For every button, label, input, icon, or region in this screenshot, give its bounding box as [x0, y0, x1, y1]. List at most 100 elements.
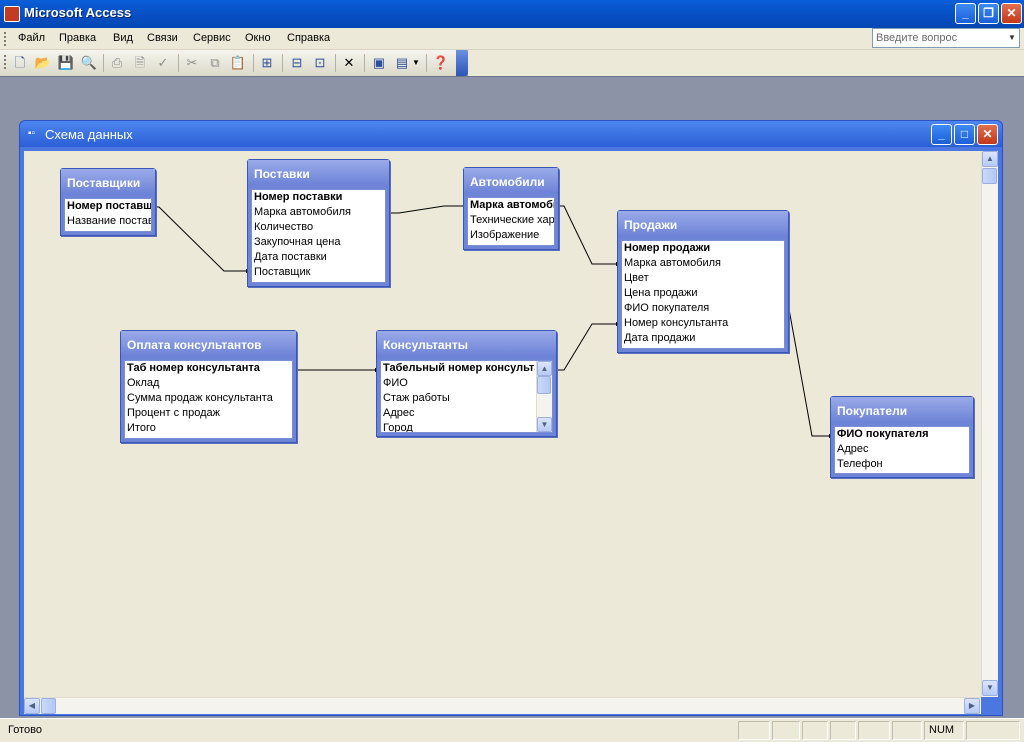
field[interactable]: Дата продажи — [624, 332, 696, 344]
relationships-title-bar[interactable]: ▪▫ Схема данных _ □ ✕ — [20, 121, 1002, 147]
toolbar-options-icon[interactable] — [456, 50, 468, 76]
field[interactable]: Дата поставки — [254, 251, 327, 263]
menu-bar: Файл Правка Вид Связи Сервис Окно Справк… — [0, 28, 1024, 50]
menu-window[interactable]: Окно — [245, 32, 271, 44]
table-scrollbar[interactable]: ▲ ▼ — [536, 361, 552, 432]
spelling-icon[interactable]: ✓ — [157, 55, 169, 70]
field[interactable]: Закупочная цена — [254, 236, 341, 248]
table-sales[interactable]: Продажи Номер продажи Марка автомобиля Ц… — [617, 210, 789, 353]
table-title[interactable]: Поставки — [248, 160, 389, 186]
table-title[interactable]: Покупатели — [831, 397, 973, 423]
scroll-thumb[interactable] — [537, 376, 551, 394]
access-key-icon[interactable] — [4, 6, 20, 22]
field[interactable]: Стаж работы — [383, 392, 450, 404]
menu-help[interactable]: Справка — [287, 32, 331, 44]
field[interactable]: Процент с продаж — [127, 407, 221, 419]
scroll-up-icon[interactable]: ▲ — [982, 151, 998, 167]
scroll-down-icon[interactable]: ▼ — [537, 417, 552, 432]
menu-relations[interactable]: Связи — [147, 32, 178, 44]
new-icon[interactable]: 🗋 — [14, 55, 26, 70]
open-icon[interactable]: 📂 — [34, 55, 52, 70]
field[interactable]: ФИО — [383, 377, 408, 389]
app-title: Microsoft Access — [24, 5, 132, 20]
field[interactable]: Поставщик — [254, 266, 311, 278]
table-title[interactable]: Консультанты — [377, 331, 556, 357]
field[interactable]: Изображение — [470, 229, 540, 241]
table-cars[interactable]: Автомобили Марка автомобиля Технические … — [463, 167, 559, 250]
show-table-icon[interactable]: ⊞ — [261, 55, 273, 70]
field[interactable]: Сумма продаж консультанта — [127, 392, 273, 404]
scroll-left-icon[interactable]: ◀ — [24, 698, 40, 714]
table-consultant-pay[interactable]: Оплата консультантов Таб номер консульта… — [120, 330, 297, 443]
field-primary-key[interactable]: ФИО покупателя — [837, 428, 929, 440]
field[interactable]: Технические характеристики — [470, 214, 554, 226]
menu-grip-icon[interactable] — [4, 32, 7, 46]
child-close-button[interactable]: ✕ — [977, 124, 998, 145]
vertical-scroll-thumb[interactable] — [982, 168, 997, 184]
paste-icon[interactable]: 📋 — [229, 55, 247, 70]
preview-icon[interactable]: 🗎 — [134, 55, 146, 70]
help-search-input[interactable]: Введите вопрос ▼ — [872, 28, 1020, 48]
table-customers[interactable]: Покупатели ФИО покупателя Адрес Телефон — [830, 396, 974, 478]
field[interactable]: Телефон — [837, 458, 883, 470]
field-primary-key[interactable]: Таб номер консультанта — [127, 362, 260, 374]
scroll-down-icon[interactable]: ▼ — [982, 680, 998, 696]
chevron-down-icon[interactable]: ▼ — [1008, 33, 1016, 42]
field-primary-key[interactable]: Табельный номер консультанта — [383, 362, 535, 374]
field[interactable]: Цена продажи — [624, 287, 698, 299]
field[interactable]: ФИО покупателя — [624, 302, 710, 314]
close-button[interactable]: ✕ — [1001, 3, 1022, 24]
menu-tools[interactable]: Сервис — [193, 32, 231, 44]
help-icon[interactable]: ❓ — [432, 55, 450, 70]
field[interactable]: Оклад — [127, 377, 160, 389]
cut-icon[interactable]: ✂ — [186, 55, 198, 70]
field[interactable]: Название поставщика — [67, 215, 151, 227]
field[interactable]: Цвет — [624, 272, 649, 284]
table-title[interactable]: Продажи — [618, 211, 788, 237]
print-preview-icon[interactable]: 🔍 — [80, 55, 98, 70]
field[interactable]: Количество — [254, 221, 314, 233]
table-deliveries[interactable]: Поставки Номер поставки Марка автомобиля… — [247, 159, 390, 287]
scroll-right-icon[interactable]: ▶ — [964, 698, 980, 714]
table-title[interactable]: Оплата консультантов — [121, 331, 296, 357]
toolbar-grip-icon[interactable] — [4, 55, 7, 69]
copy-icon[interactable]: ⧉ — [210, 55, 220, 70]
vertical-scrollbar[interactable]: ▲ ▼ — [981, 151, 998, 697]
field[interactable]: Марка автомобиля — [254, 206, 352, 218]
table-suppliers[interactable]: Поставщики Номер поставщика Название пос… — [60, 168, 156, 236]
relationships-icon[interactable]: ▪▫ — [28, 128, 36, 139]
child-minimize-button[interactable]: _ — [931, 124, 952, 145]
scroll-up-icon[interactable]: ▲ — [537, 361, 552, 376]
show-direct-icon[interactable]: ⊟ — [291, 55, 303, 70]
menu-file[interactable]: Файл — [18, 32, 46, 44]
field-primary-key[interactable]: Номер поставки — [254, 191, 343, 203]
minimize-button[interactable]: _ — [955, 3, 976, 24]
field[interactable]: Номер консультанта — [624, 317, 729, 329]
new-object-dropdown-icon[interactable]: ▼ — [412, 58, 420, 67]
horizontal-scroll-thumb[interactable] — [41, 698, 56, 714]
menu-edit[interactable]: Правка — [59, 32, 97, 44]
field-primary-key[interactable]: Марка автомобиля — [470, 199, 554, 211]
field[interactable]: Адрес — [837, 443, 869, 455]
horizontal-scrollbar[interactable]: ◀ ▶ — [24, 697, 981, 714]
child-maximize-button[interactable]: □ — [954, 124, 975, 145]
field[interactable]: Марка автомобиля — [624, 257, 722, 269]
save-icon[interactable]: 💾 — [57, 55, 75, 70]
relationship-canvas[interactable]: Поставщики Номер поставщика Название пос… — [24, 151, 981, 697]
database-window-icon[interactable]: ▣ — [372, 55, 386, 70]
table-consultants[interactable]: Консультанты Табельный номер консультант… — [376, 330, 557, 437]
restore-button[interactable]: ❐ — [978, 3, 999, 24]
print-icon[interactable]: ⎙ — [111, 55, 123, 70]
field[interactable]: Итого — [127, 422, 156, 434]
menu-view[interactable]: Вид — [113, 32, 133, 44]
new-object-icon[interactable]: ▤ — [395, 55, 409, 70]
table-title[interactable]: Поставщики — [61, 169, 155, 195]
show-all-icon[interactable]: ⊡ — [314, 55, 326, 70]
field-primary-key[interactable]: Номер продажи — [624, 242, 711, 254]
field[interactable]: Адрес — [383, 407, 415, 419]
field-primary-key[interactable]: Номер поставщика — [67, 200, 151, 212]
status-text: Готово — [8, 724, 42, 736]
table-title[interactable]: Автомобили — [464, 168, 558, 194]
delete-icon[interactable]: ✕ — [343, 55, 355, 70]
field[interactable]: Город — [383, 422, 413, 432]
